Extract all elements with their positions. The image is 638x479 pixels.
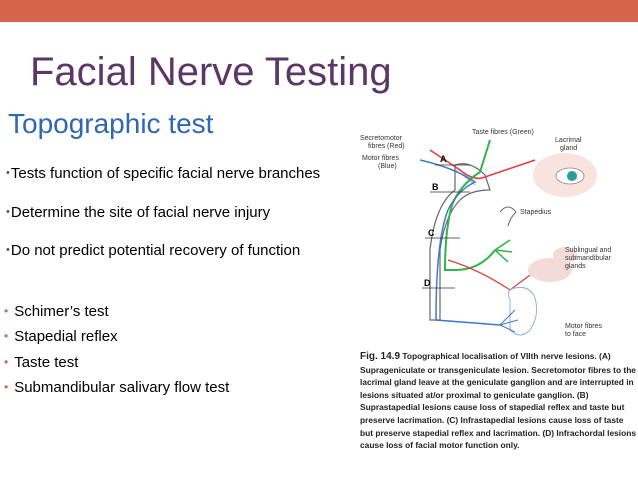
submandibular-fibre: [447, 259, 531, 291]
lesion-letter: C: [428, 228, 435, 238]
bullet-dot-icon: •: [4, 355, 9, 369]
diagram-label: Taste fibres (Green): [472, 129, 534, 136]
stapedius-icon: [499, 206, 517, 227]
diagram-label: to face: [565, 331, 586, 338]
bullet-text: Stapedial reflex: [14, 328, 118, 345]
secondary-bullet: • Stapedial reflex: [4, 329, 118, 344]
diagram-label: Motor fibres: [565, 323, 602, 330]
tongue-branch: [494, 239, 513, 263]
lesion-letter: B: [432, 182, 439, 192]
eye-icon: [533, 153, 597, 197]
caption-figure-number: Fig. 14.9: [360, 351, 401, 362]
secondary-bullet: • Schimer’s test: [4, 304, 109, 319]
bullet-text: Schimer’s test: [14, 303, 109, 320]
secondary-bullet: • Taste test: [4, 355, 78, 370]
diagram-label: glands: [565, 263, 586, 270]
lesion-letter: A: [440, 154, 447, 164]
primary-bullet: •Determine the site of facial nerve inju…: [6, 205, 270, 220]
caption-text: Topographical localisation of VIIth nerv…: [360, 351, 636, 451]
diagram-label: Stapedius: [520, 209, 552, 216]
bullet-text: Tests function of specific facial nerve …: [10, 165, 321, 182]
diagram-label: submandibular: [565, 255, 612, 262]
secondary-bullet: • Submandibular salivary flow test: [4, 380, 229, 395]
face-outline-icon: [507, 287, 538, 336]
top-accent-bar: [0, 0, 638, 22]
primary-bullet: •Do not predict potential recovery of fu…: [6, 243, 300, 258]
bullet-dot-icon: •: [4, 304, 9, 318]
nerve-outline: [429, 163, 491, 321]
diagram-label: Sublingual and: [565, 247, 611, 254]
bullet-dot-icon: •: [6, 167, 10, 179]
face-branch: [499, 309, 519, 333]
taste-fibre: [443, 139, 496, 271]
facial-nerve-diagram: A B C D Secretomotor fibres (Red) Motor …: [360, 129, 612, 338]
figure-caption: Fig. 14.9 Topographical localisation of …: [360, 350, 636, 452]
diagram-label: Motor fibres: [362, 155, 399, 162]
bullet-text: Submandibular salivary flow test: [14, 379, 230, 396]
primary-bullet: •Tests function of specific facial nerve…: [6, 166, 320, 181]
bullet-text: Do not predict potential recovery of fun…: [10, 242, 301, 259]
diagram-label: Lacrimal: [555, 137, 582, 144]
diagram-label: gland: [560, 145, 577, 152]
diagram-label: Secretomotor: [360, 135, 403, 142]
bullet-dot-icon: •: [6, 244, 10, 256]
diagram-label: (Blue): [378, 163, 397, 170]
bullet-text: Determine the site of facial nerve injur…: [10, 204, 271, 221]
bullet-text: Taste test: [14, 354, 79, 371]
motor-fibre: [419, 159, 501, 326]
diagram-label: fibres (Red): [368, 143, 405, 150]
slide-subtitle: Topographic test: [8, 108, 214, 139]
bullet-dot-icon: •: [4, 329, 9, 343]
bullet-dot-icon: •: [6, 206, 10, 218]
bullet-dot-icon: •: [4, 380, 9, 394]
slide-title: Facial Nerve Testing: [30, 50, 392, 94]
lesion-letter: D: [424, 278, 431, 288]
salivary-gland-icon: [528, 247, 577, 282]
